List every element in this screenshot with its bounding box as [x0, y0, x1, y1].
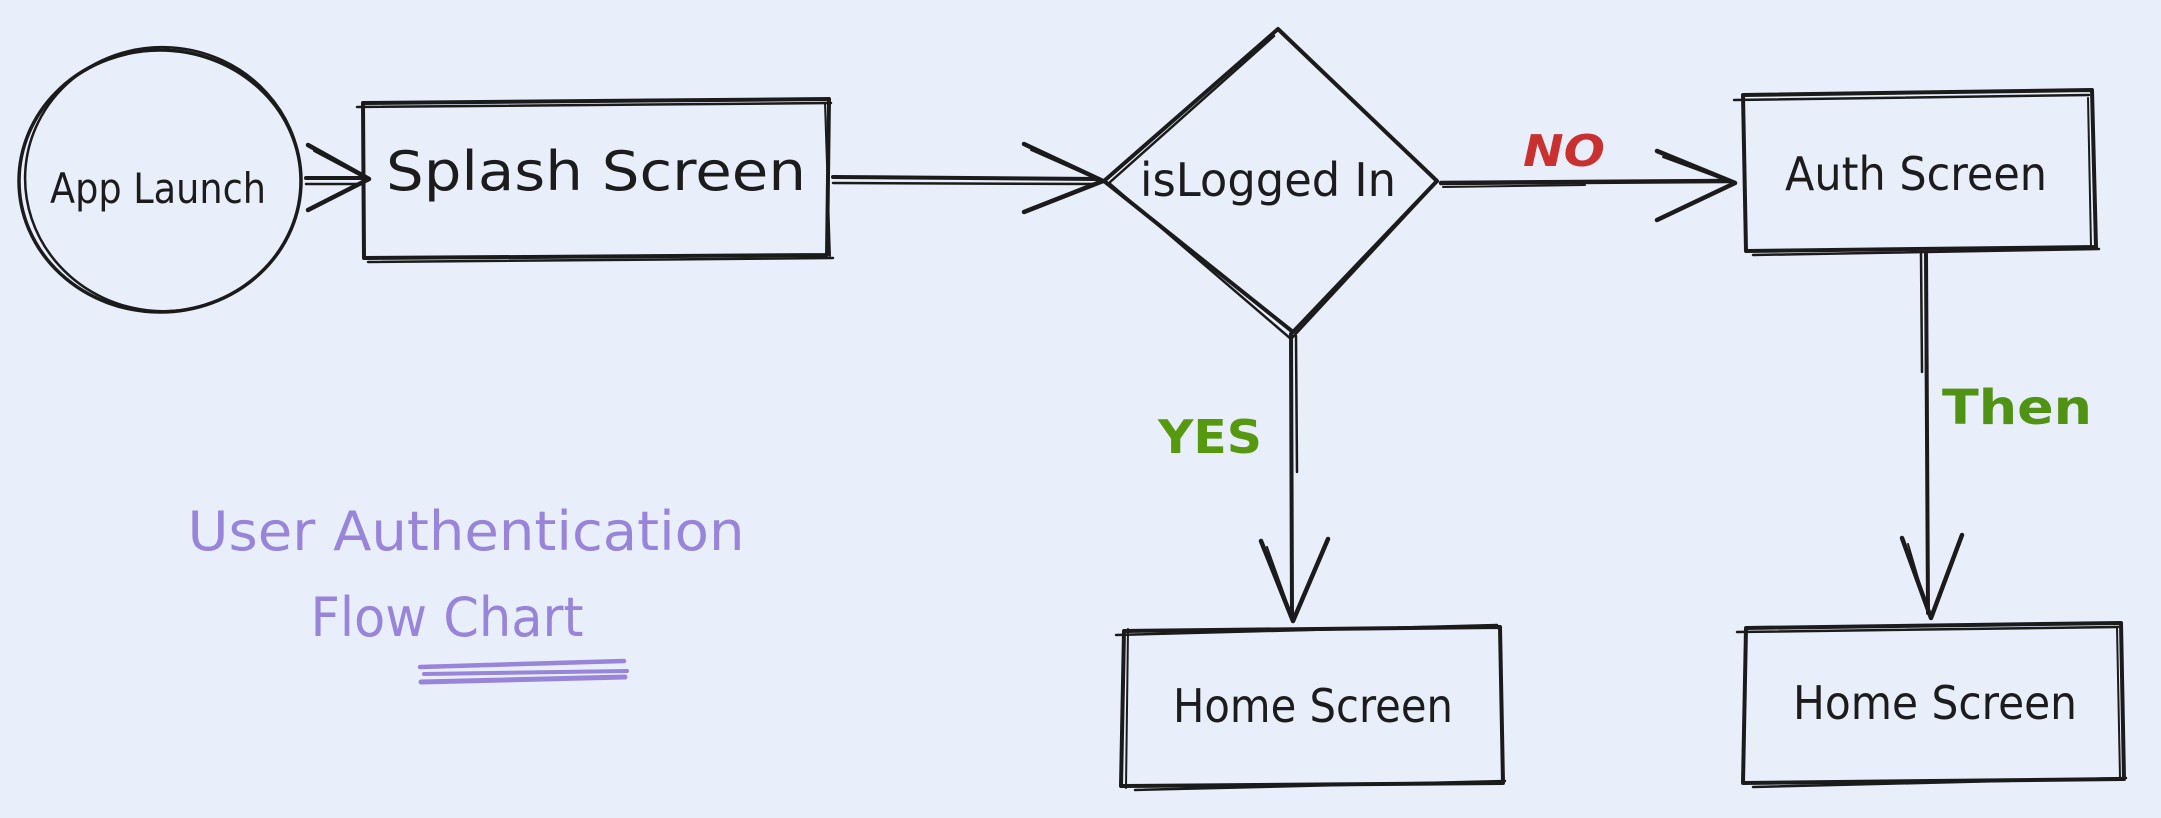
arrow-shaft-sketch: [1919, 252, 1924, 374]
edge-label-no: NO: [1523, 126, 1605, 177]
home-then-rect-sketch-top: [1735, 625, 2120, 634]
arrow-shaft: [1438, 178, 1732, 186]
arrow-shaft: [1289, 332, 1294, 618]
title-line1: User Authentication: [188, 500, 745, 563]
app-launch-circle-sketch-stroke: [23, 45, 303, 313]
edge-label-then: Then: [1942, 380, 2092, 436]
title-underline-stroke-1: [417, 658, 627, 670]
arrowhead-down: [1899, 532, 1965, 621]
arrow-shaft: [831, 175, 1101, 181]
arrow-shaft: [1924, 252, 1930, 615]
title-underline-stroke-3: [418, 674, 628, 685]
edge-decision-no: NO: [1438, 126, 1738, 223]
edge-splash-to-decision: [831, 141, 1106, 215]
node-auth-screen: Auth Screen: [1732, 88, 2101, 257]
arrowhead-sketch: [313, 150, 366, 179]
diagram-title: User Authentication Flow Chart: [188, 500, 745, 685]
auth-screen-rect-shape: [1741, 88, 2098, 253]
arrow-shaft-sketch: [1294, 334, 1299, 474]
home-screen-then-label: Home Screen: [1793, 676, 2077, 730]
home-then-rect-sketch-bottom: [1751, 776, 2128, 789]
edge-auth-then: Then: [1899, 252, 2092, 621]
decision-diamond-sketch-stroke: [1107, 34, 1435, 341]
node-home-screen-then: Home Screen: [1735, 621, 2128, 789]
arrow-shaft-sketch: [831, 181, 1099, 186]
node-home-screen-yes: Home Screen: [1114, 623, 1507, 792]
arrowhead-right: [1654, 148, 1738, 223]
arrow-shaft-sketch: [1442, 184, 1586, 188]
title-underline-stroke-2: [422, 669, 629, 676]
decision-diamond-shape: [1102, 27, 1439, 334]
auth-rect-sketch-right: [2087, 97, 2092, 247]
arrowhead-sketch: [1907, 543, 1929, 613]
app-launch-label: App Launch: [50, 164, 266, 213]
node-is-logged-in: isLogged In: [1102, 27, 1439, 341]
title-line2: Flow Chart: [311, 586, 584, 649]
home-screen-yes-label: Home Screen: [1173, 679, 1453, 733]
arrowhead-sketch: [1030, 149, 1100, 181]
arrowhead-right: [305, 142, 372, 213]
home-yes-rect-sketch-top: [1114, 623, 1499, 637]
decision-label: isLogged In: [1140, 153, 1396, 207]
auth-screen-label: Auth Screen: [1785, 147, 2047, 201]
splash-screen-label: Splash Screen: [386, 140, 806, 203]
edge-launch-to-splash: [304, 142, 372, 213]
title-underline: [417, 658, 629, 685]
edge-label-yes: YES: [1157, 410, 1262, 464]
node-splash-screen: Splash Screen: [355, 97, 835, 264]
splash-rect-sketch-bottom: [366, 256, 835, 264]
arrowhead-down: [1258, 536, 1331, 624]
home-yes-rect-sketch-left: [1125, 628, 1129, 789]
home-yes-rect-sketch-bottom: [1133, 779, 1507, 792]
arrowhead-sketch: [1662, 156, 1732, 183]
splash-rect-sketch-top: [355, 101, 833, 109]
splash-rect-sketch-right: [824, 102, 831, 257]
node-app-launch: App Launch: [17, 45, 303, 314]
home-then-rect-sketch-right: [2116, 626, 2121, 779]
splash-screen-rect-shape: [361, 97, 831, 260]
edge-decision-yes: YES: [1157, 332, 1331, 624]
arrowhead-sketch: [1266, 546, 1292, 615]
auth-rect-sketch-top: [1732, 93, 2091, 102]
